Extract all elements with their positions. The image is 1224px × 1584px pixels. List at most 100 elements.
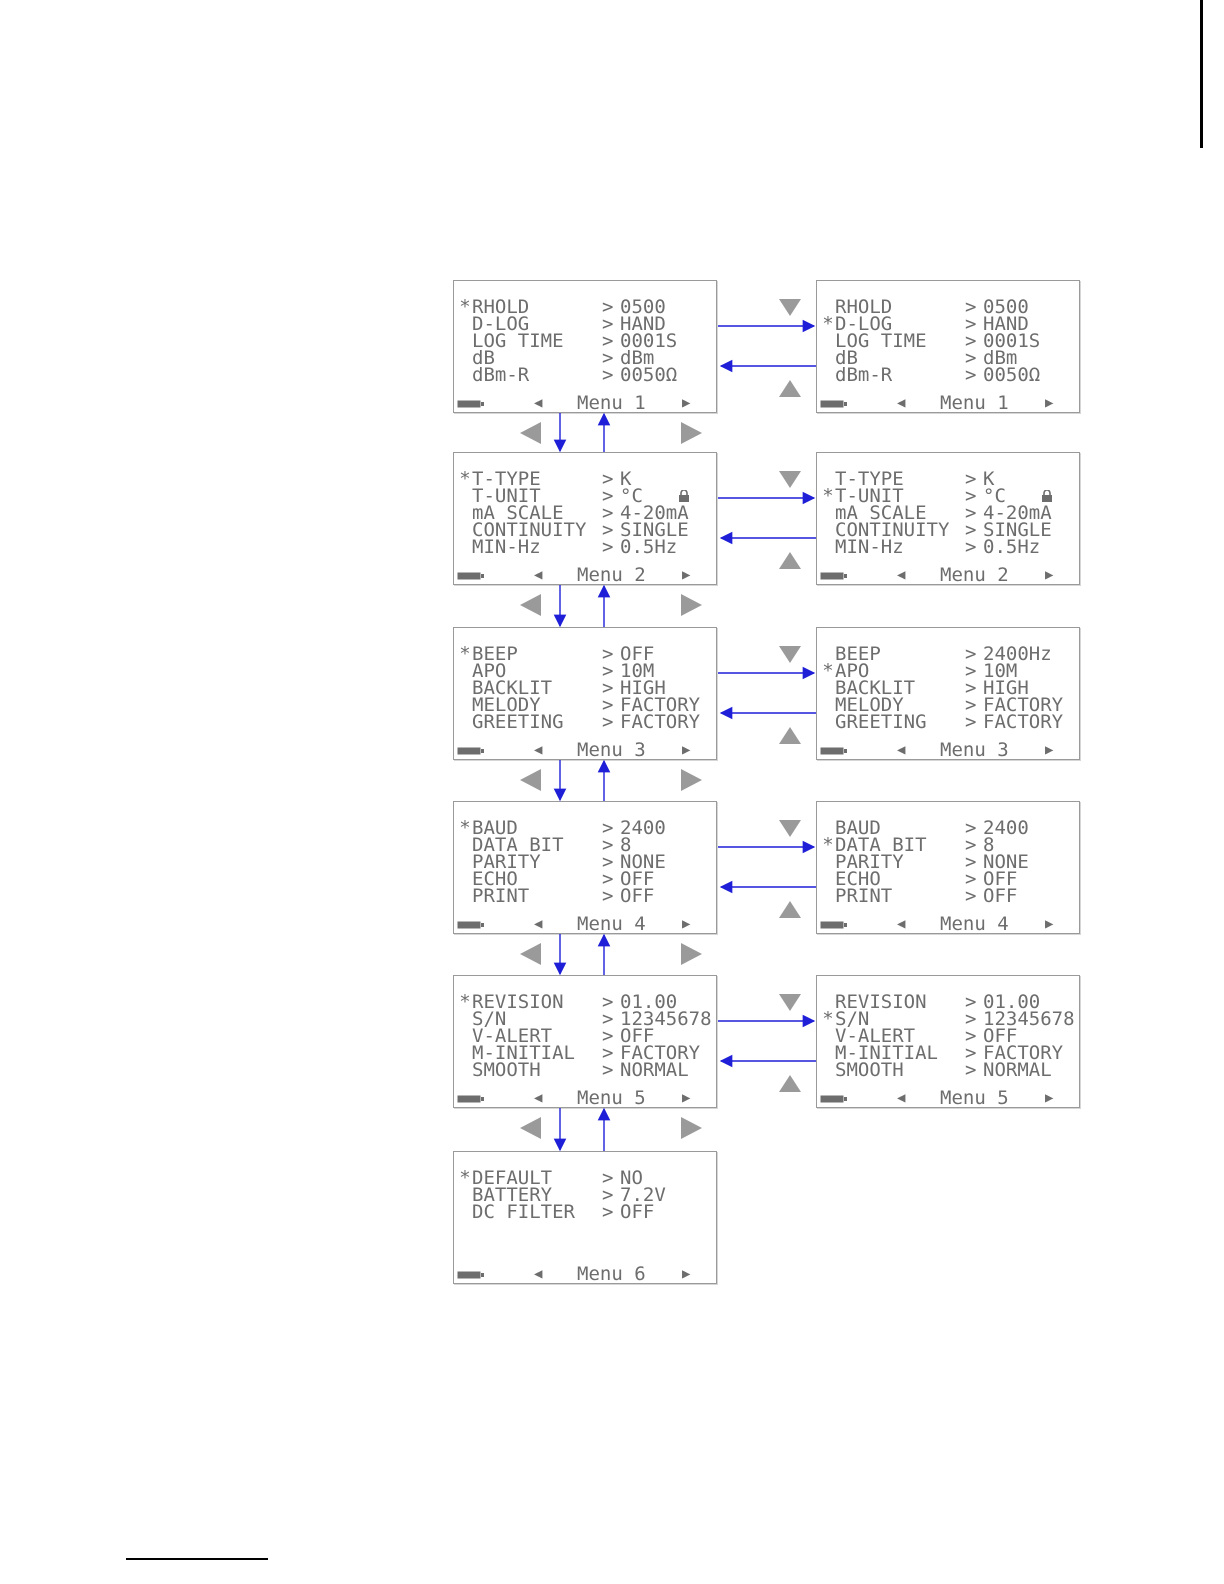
value-separator: > (965, 711, 977, 733)
setting-label: T-UNIT (835, 485, 904, 507)
value-separator: > (602, 330, 614, 352)
setting-label: MELODY (835, 694, 904, 716)
left-triangle-icon: ◀ (534, 1266, 543, 1282)
footnote-rule (126, 1558, 268, 1560)
value-separator: > (965, 991, 977, 1013)
selection-marker: * (459, 296, 471, 318)
setting-label: BAUD (835, 817, 881, 839)
setting-label: V-ALERT (835, 1025, 916, 1047)
setting-label: REVISION (835, 991, 927, 1013)
setting-label: T-TYPE (472, 468, 541, 490)
setting-value: °C (983, 485, 1006, 507)
down-key-icon (779, 299, 801, 316)
right-margin-rule (1200, 0, 1203, 148)
right-triangle-icon: ▶ (1045, 567, 1054, 583)
setting-value: HIGH (983, 677, 1029, 699)
panel-footer: ◀Menu 4▶ (454, 907, 716, 933)
setting-value: OFF (620, 1201, 655, 1223)
setting-label: DATA BIT (835, 834, 927, 856)
setting-label: CONTINUITY (472, 519, 587, 541)
selection-marker: * (822, 660, 834, 682)
setting-value: SINGLE (620, 519, 689, 541)
setting-label: M-INITIAL (472, 1042, 575, 1064)
setting-label: BEEP (835, 643, 881, 665)
setting-value: °C (620, 485, 643, 507)
value-separator: > (965, 694, 977, 716)
value-separator: > (965, 885, 977, 907)
value-separator: > (602, 851, 614, 873)
panel-footer: ◀Menu 6▶ (454, 1257, 716, 1283)
panel-footer: ◀Menu 1▶ (817, 386, 1079, 412)
right-triangle-icon: ▶ (682, 395, 691, 411)
setting-value: NORMAL (983, 1059, 1052, 1081)
setting-label: dBm-R (472, 364, 530, 386)
setting-value: 0500 (620, 296, 666, 318)
setting-label: APO (835, 660, 870, 682)
value-separator: > (965, 330, 977, 352)
value-separator: > (602, 1042, 614, 1064)
setting-label: V-ALERT (472, 1025, 553, 1047)
setting-label: GREETING (472, 711, 564, 733)
panel-footer: ◀Menu 5▶ (817, 1081, 1079, 1107)
right-key-icon (681, 422, 702, 444)
value-separator: > (602, 468, 614, 490)
setting-label: DC FILTER (472, 1201, 575, 1223)
battery-icon (457, 1271, 484, 1279)
value-separator: > (965, 1025, 977, 1047)
right-triangle-icon: ▶ (682, 1266, 691, 1282)
up-key-icon (779, 1075, 801, 1092)
setting-label: PRINT (472, 885, 530, 907)
setting-value: 0001S (620, 330, 678, 352)
setting-label: T-UNIT (472, 485, 541, 507)
menu-title: Menu 4 (577, 913, 646, 934)
setting-value: HIGH (620, 677, 666, 699)
setting-label: PRINT (835, 885, 893, 907)
battery-icon (820, 921, 847, 929)
value-separator: > (965, 834, 977, 856)
value-separator: > (965, 502, 977, 524)
setting-value: K (620, 468, 632, 490)
panel-footer: ◀Menu 2▶ (454, 558, 716, 584)
selection-marker: * (459, 817, 471, 839)
menu-title: Menu 5 (940, 1087, 1009, 1108)
setting-label: APO (472, 660, 507, 682)
left-triangle-icon: ◀ (534, 567, 543, 583)
selection-marker: * (822, 485, 834, 507)
lock-icon (1042, 490, 1052, 502)
value-separator: > (602, 1059, 614, 1081)
left-triangle-icon: ◀ (534, 916, 543, 932)
battery-icon (820, 1095, 847, 1103)
up-key-icon (779, 727, 801, 744)
setting-label: MIN-Hz (835, 536, 904, 558)
setting-value: 0050Ω (620, 364, 678, 386)
value-separator: > (965, 660, 977, 682)
setting-value: 4-20mA (983, 502, 1052, 524)
right-key-icon (681, 943, 702, 965)
setting-value: 0.5Hz (983, 536, 1041, 558)
value-separator: > (602, 991, 614, 1013)
battery-icon (820, 400, 847, 408)
setting-value: NONE (620, 851, 666, 873)
up-key-icon (779, 552, 801, 569)
setting-value: 8 (983, 834, 995, 856)
battery-icon (820, 747, 847, 755)
panel-footer: ◀Menu 3▶ (817, 733, 1079, 759)
menu-title: Menu 3 (940, 739, 1009, 760)
setting-label: dBm-R (835, 364, 893, 386)
down-key-icon (779, 994, 801, 1011)
setting-label: BAUD (472, 817, 518, 839)
menu-title: Menu 1 (940, 392, 1009, 413)
setting-label: dB (835, 347, 858, 369)
value-separator: > (602, 1008, 614, 1030)
setting-label: BEEP (472, 643, 518, 665)
value-separator: > (602, 296, 614, 318)
battery-icon (457, 921, 484, 929)
left-key-icon (520, 943, 541, 965)
setting-value: 2400 (983, 817, 1029, 839)
